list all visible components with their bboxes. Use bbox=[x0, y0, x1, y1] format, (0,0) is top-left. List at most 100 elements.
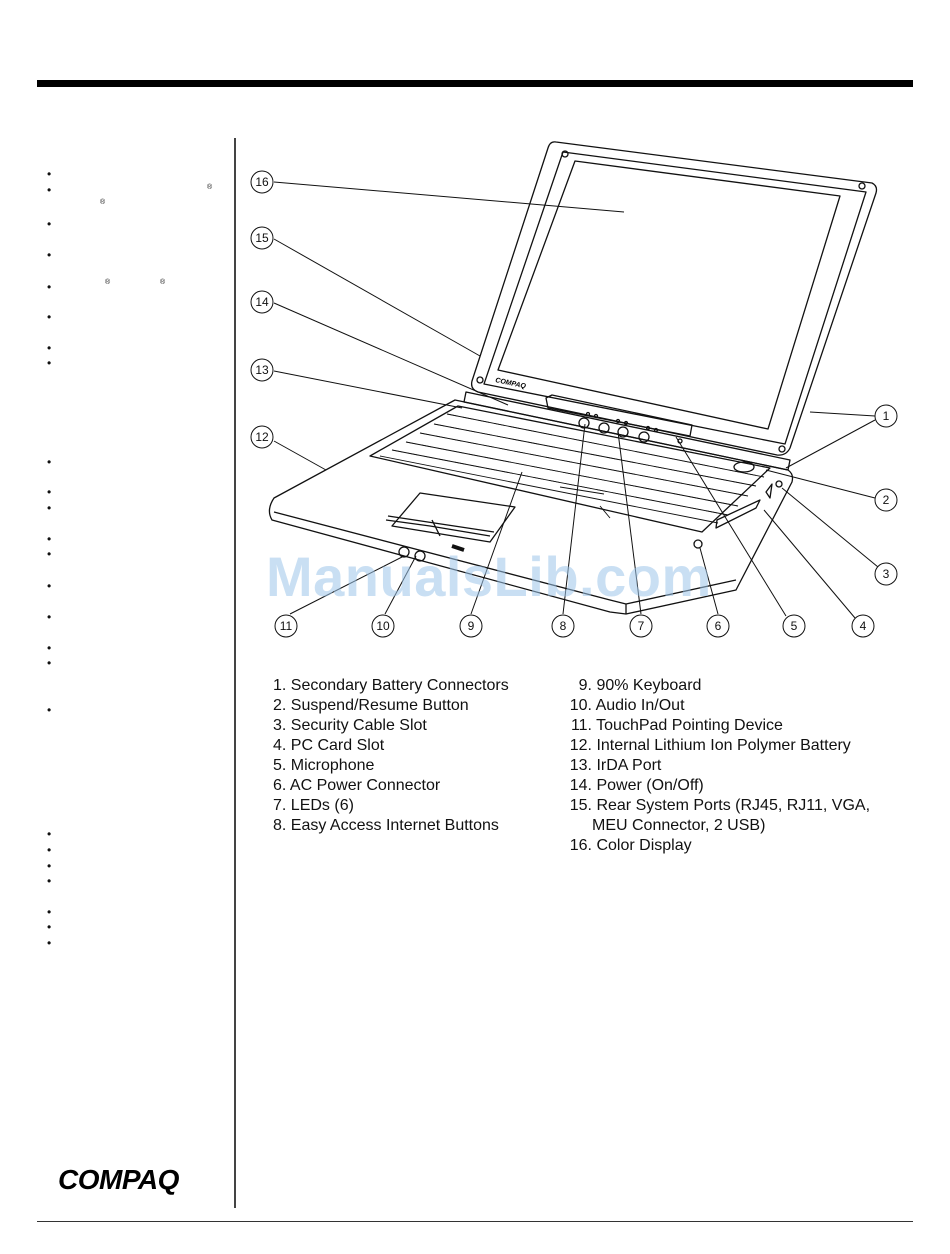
bullet: • bbox=[47, 547, 52, 561]
keyboard bbox=[369, 405, 771, 533]
bullet: • bbox=[47, 579, 52, 593]
legend-item: 11. TouchPad Pointing Device bbox=[564, 716, 870, 736]
callout-label: 2 bbox=[883, 493, 890, 507]
legend-item: 13. IrDA Port bbox=[564, 756, 870, 776]
legend-right: 9. 90% Keyboard 10. Audio In/Out 11. Tou… bbox=[564, 676, 870, 856]
legend-text: MEU Connector, 2 USB) bbox=[592, 817, 766, 834]
callout-label: 1 bbox=[883, 409, 890, 423]
legend-item: 5. Microphone bbox=[273, 756, 509, 776]
legend-text: 90% Keyboard bbox=[596, 677, 702, 694]
bullet: • bbox=[47, 248, 52, 262]
callout-label: 12 bbox=[255, 430, 269, 444]
legend-item: 12. Internal Lithium Ion Polymer Battery bbox=[564, 736, 870, 756]
legend-text: Microphone bbox=[290, 757, 375, 774]
callout-label: 6 bbox=[715, 619, 722, 633]
legend-item: 10. Audio In/Out bbox=[564, 696, 870, 716]
registered-mark: ® bbox=[105, 279, 111, 286]
legend-item: 9. 90% Keyboard bbox=[564, 676, 870, 696]
bullet: • bbox=[47, 843, 52, 857]
legend-number: 10. bbox=[569, 697, 592, 714]
legend-left: 1. Secondary Battery Connectors 2. Suspe… bbox=[273, 676, 509, 836]
legend-number: 14. bbox=[569, 777, 592, 794]
callout-label: 11 bbox=[280, 619, 293, 633]
bullet: • bbox=[47, 905, 52, 919]
registered-mark: ® bbox=[207, 184, 213, 191]
legend-item-continuation: MEU Connector, 2 USB) bbox=[564, 816, 870, 836]
legend-text: Audio In/Out bbox=[595, 697, 685, 714]
legend-text: TouchPad Pointing Device bbox=[596, 717, 783, 734]
bullet: • bbox=[47, 183, 52, 197]
legend-text: LEDs (6) bbox=[290, 797, 354, 814]
callout-label: 13 bbox=[255, 363, 269, 377]
bullet: • bbox=[47, 874, 52, 888]
legend-text: Rear System Ports (RJ45, RJ11, VGA, bbox=[596, 797, 871, 814]
registered-mark: ® bbox=[160, 279, 166, 286]
legend-text: AC Power Connector bbox=[289, 777, 441, 794]
legend-number: 4. bbox=[273, 737, 287, 754]
legend-text: Suspend/Resume Button bbox=[290, 697, 469, 714]
legend-number: 13. bbox=[569, 757, 592, 774]
bullet: • bbox=[47, 703, 52, 717]
screen bbox=[497, 160, 841, 430]
legend-number: 7. bbox=[273, 797, 287, 814]
column-divider bbox=[234, 138, 236, 1208]
legend-item: 14. Power (On/Off) bbox=[564, 776, 870, 796]
bullet: • bbox=[47, 310, 52, 324]
bullet: • bbox=[47, 936, 52, 950]
callout-label: 5 bbox=[791, 619, 798, 633]
legend-item: 1. Secondary Battery Connectors bbox=[273, 676, 509, 696]
bullet: • bbox=[47, 859, 52, 873]
bullet: • bbox=[47, 485, 52, 499]
bullet: • bbox=[47, 656, 52, 670]
legend-number: 8. bbox=[273, 817, 287, 834]
callout-label: 7 bbox=[638, 619, 645, 633]
bullet: • bbox=[47, 356, 52, 370]
legend-text: Easy Access Internet Buttons bbox=[290, 817, 499, 834]
legend-number: 3. bbox=[273, 717, 287, 734]
bottom-rule bbox=[37, 1221, 913, 1222]
callout-label: 16 bbox=[255, 175, 269, 189]
legend-number: 5. bbox=[273, 757, 287, 774]
legend-item: 16. Color Display bbox=[564, 836, 870, 856]
display-lid bbox=[470, 141, 878, 456]
legend-number: 15. bbox=[569, 797, 592, 814]
registered-mark: ® bbox=[100, 199, 106, 206]
legend-item: 3. Security Cable Slot bbox=[273, 716, 509, 736]
bullet: • bbox=[47, 827, 52, 841]
bullet: • bbox=[47, 532, 52, 546]
touchpad bbox=[391, 492, 516, 543]
bullet: • bbox=[47, 610, 52, 624]
legend-number: 11. bbox=[570, 717, 592, 734]
bullet: • bbox=[47, 341, 52, 355]
legend-text: Color Display bbox=[596, 837, 692, 854]
callout-label: 15 bbox=[255, 231, 269, 245]
bullet: • bbox=[47, 641, 52, 655]
callout-label: 8 bbox=[560, 619, 567, 633]
legend-number: 12. bbox=[569, 737, 592, 754]
legend-text: Security Cable Slot bbox=[290, 717, 427, 734]
device-brand: COMPAQ bbox=[495, 377, 527, 390]
legend-item: 4. PC Card Slot bbox=[273, 736, 509, 756]
legend-text: IrDA Port bbox=[596, 757, 662, 774]
bullet: • bbox=[47, 167, 52, 181]
legend-item: 15. Rear System Ports (RJ45, RJ11, VGA, bbox=[564, 796, 870, 816]
bullet: • bbox=[47, 217, 52, 231]
callout-label: 14 bbox=[255, 295, 269, 309]
callout-label: 3 bbox=[883, 567, 890, 581]
callout-label: 9 bbox=[468, 619, 475, 633]
legend-item: 6. AC Power Connector bbox=[273, 776, 509, 796]
legend-item: 2. Suspend/Resume Button bbox=[273, 696, 509, 716]
legend-text: PC Card Slot bbox=[290, 737, 385, 754]
callout-label: 10 bbox=[376, 619, 390, 633]
bullet: • bbox=[47, 455, 52, 469]
callout-label: 4 bbox=[860, 619, 867, 633]
legend-text: Internal Lithium Ion Polymer Battery bbox=[596, 737, 851, 754]
legend-number: 1. bbox=[273, 677, 287, 694]
legend-number: 6. bbox=[273, 777, 287, 794]
legend-item: 8. Easy Access Internet Buttons bbox=[273, 816, 509, 836]
legend-text: Power (On/Off) bbox=[596, 777, 704, 794]
watermark: ManualsLib.com bbox=[266, 545, 712, 608]
legend-item: 7. LEDs (6) bbox=[273, 796, 509, 816]
bullet: • bbox=[47, 501, 52, 515]
bullet: • bbox=[47, 920, 52, 934]
